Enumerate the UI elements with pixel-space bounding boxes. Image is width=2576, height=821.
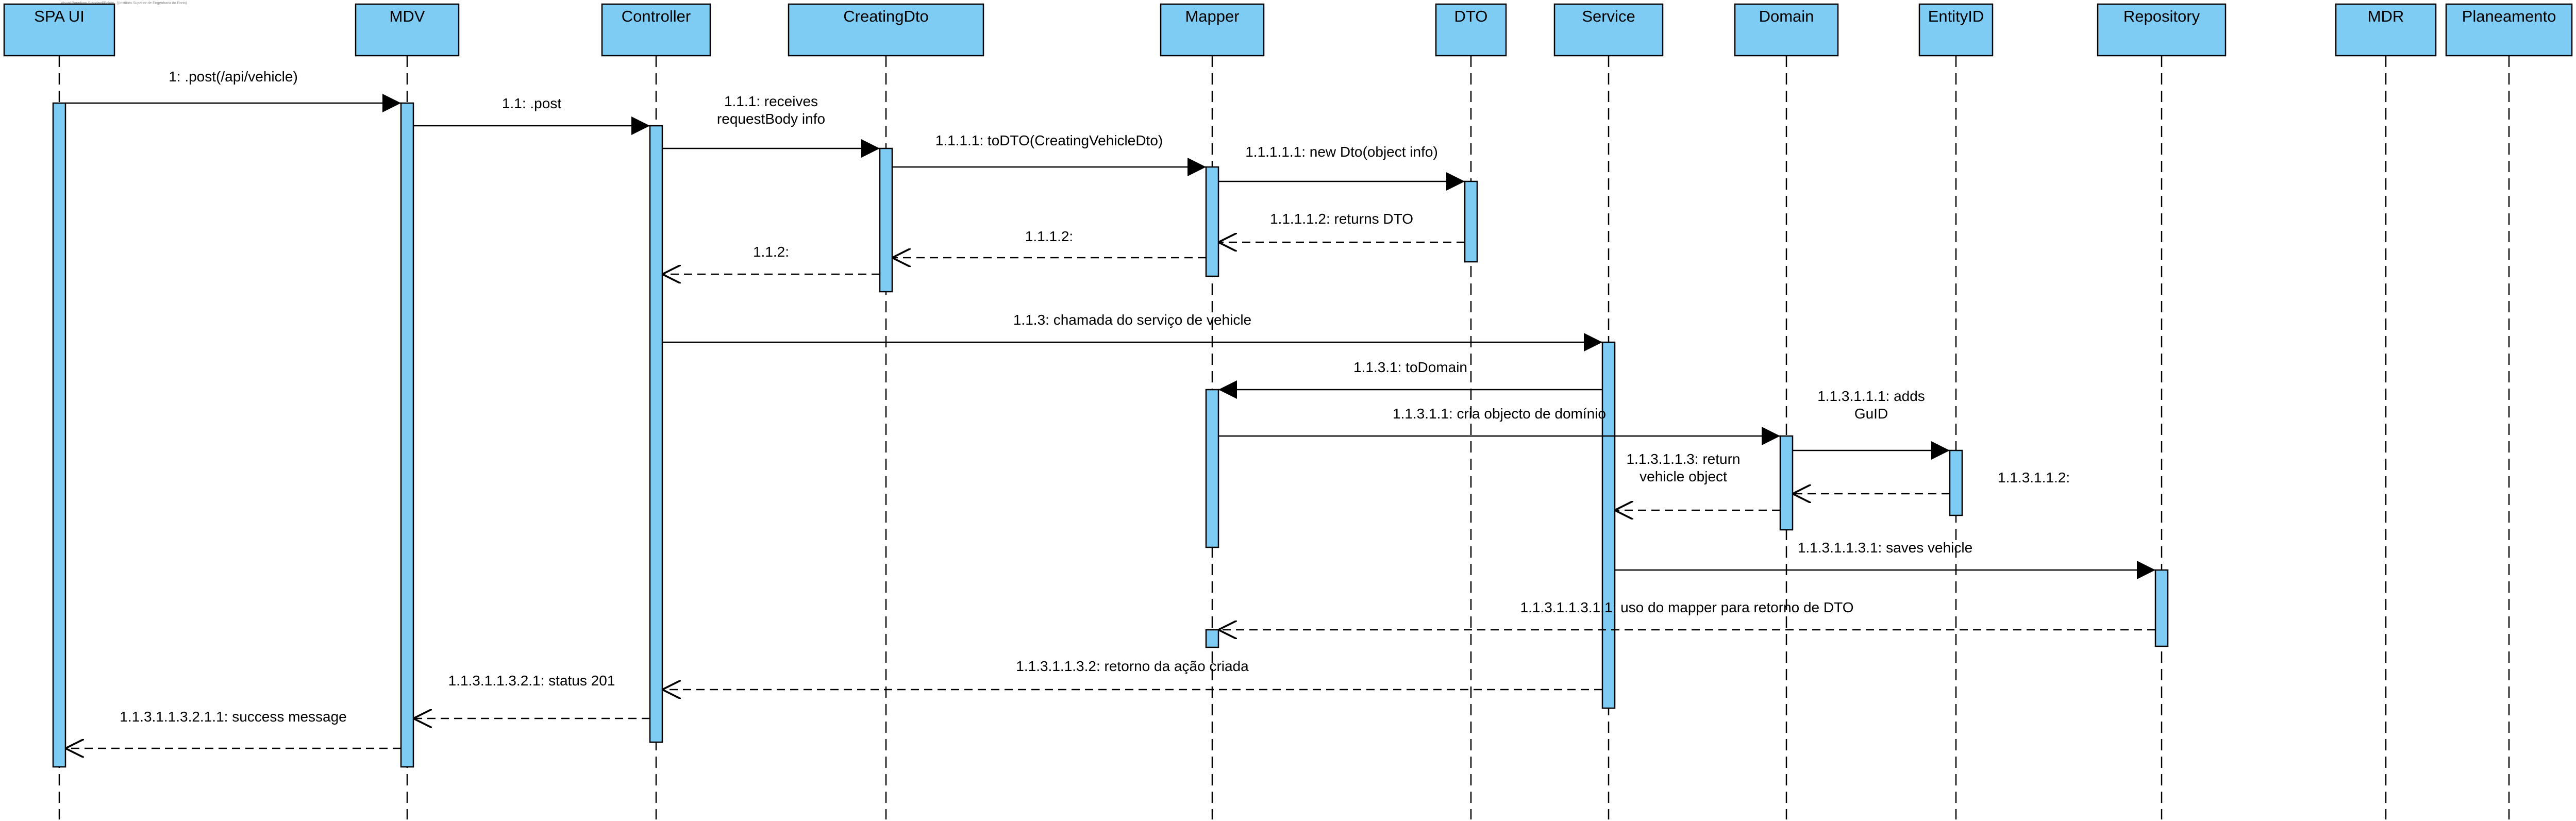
activation-bar-controller — [649, 125, 663, 743]
participant-label-domain: Domain — [1759, 7, 1814, 25]
message-1: 1: .post(/api/vehicle) — [65, 69, 401, 112]
participant-label-planeamento: Planeamento — [2462, 7, 2556, 25]
participant-label-creatingdto: CreatingDto — [843, 7, 928, 25]
message-18: 1.1.3.1.1.3.2.1: status 201 — [413, 673, 650, 718]
message-label-6: 1.1.1.1.2: returns DTO — [1270, 211, 1413, 227]
participant-label-entityid: EntityID — [1928, 7, 1984, 25]
activation-bar-mdv — [400, 102, 414, 768]
message-4: 1.1.1.1: toDTO(CreatingVehicleDto) — [892, 132, 1206, 176]
activations-layer — [52, 102, 2169, 768]
message-11: 1.1.3.1.1: cria objecto de domínio — [1218, 406, 1780, 445]
message-label-16: 1.1.3.1.1.3.1.1: uso do mapper para reto… — [1520, 599, 1854, 615]
message-5: 1.1.1.1.1: new Dto(object info) — [1218, 144, 1465, 191]
participants-layer: SPA UI MDV Controller CreatingDto Mapper DTO S… — [3, 3, 2573, 57]
participant-creatingdto[interactable]: CreatingDto — [788, 3, 984, 57]
participant-controller[interactable]: Controller — [601, 3, 711, 57]
message-label-2: 1.1: .post — [502, 95, 561, 111]
participant-label-spa_ui: SPA UI — [34, 7, 85, 25]
message-label-18: 1.1.3.1.1.3.2.1: status 201 — [448, 673, 615, 689]
participant-box-planeamento — [2445, 3, 2573, 57]
message-label-8: 1.1.2: — [753, 244, 789, 260]
message-label-4: 1.1.1.1: toDTO(CreatingVehicleDto) — [935, 132, 1163, 148]
participant-label-mdr: MDR — [2368, 7, 2404, 25]
activation-bar-service — [1601, 341, 1616, 709]
message-10: 1.1.3.1: toDomain — [1218, 359, 1602, 399]
message-label-17: 1.1.3.1.1.3.2: retorno da ação criada — [1016, 658, 1249, 674]
participant-dto[interactable]: DTO — [1435, 3, 1507, 57]
participant-box-spa_ui — [3, 3, 115, 57]
message-label-1: 1: .post(/api/vehicle) — [169, 69, 298, 85]
message-label-10: 1.1.3.1: toDomain — [1353, 359, 1467, 375]
activation-bar-domain — [1779, 435, 1794, 531]
message-8: 1.1.2: — [662, 244, 880, 274]
participant-label-dto: DTO — [1454, 7, 1488, 25]
message-label-7: 1.1.1.2: — [1025, 228, 1073, 244]
message-17: 1.1.3.1.1.3.2: retorno da ação criada — [662, 658, 1602, 690]
message-label-11: 1.1.3.1.1: cria objecto de domínio — [1393, 406, 1606, 422]
activation-bar-mapper — [1205, 629, 1219, 648]
corner-watermark-text: Visual Paradigm Standard(Polyte...)(Inst… — [61, 2, 187, 5]
message-label-13: 1.1.3.1.1.2: — [1998, 470, 2070, 485]
participant-box-domain — [1734, 3, 1839, 57]
participant-spa_ui[interactable]: SPA UI — [3, 3, 115, 57]
message-19: 1.1.3.1.1.3.2.1.1: success message — [65, 709, 401, 748]
participant-repository[interactable]: Repository — [2097, 3, 2227, 57]
message-15: 1.1.3.1.1.3.1: saves vehicle — [1615, 540, 2155, 579]
participant-label-controller: Controller — [622, 7, 691, 25]
participant-box-repository — [2097, 3, 2227, 57]
lifelines-layer — [58, 56, 2510, 819]
activation-bar-entityid — [1949, 449, 1963, 516]
participant-box-entityid — [1918, 3, 1994, 57]
activation-bar-repository — [2154, 569, 2169, 647]
participant-mdr[interactable]: MDR — [2335, 3, 2437, 57]
participant-planeamento[interactable]: Planeamento — [2445, 3, 2573, 57]
message-label-15: 1.1.3.1.1.3.1: saves vehicle — [1798, 540, 1972, 556]
activation-bar-mapper — [1205, 166, 1219, 277]
participant-box-mdr — [2335, 3, 2437, 57]
participant-service[interactable]: Service — [1553, 3, 1664, 57]
message-9: 1.1.3: chamada do serviço de vehicle — [662, 312, 1602, 351]
message-label-9: 1.1.3: chamada do serviço de vehicle — [1013, 312, 1251, 328]
message-13: 1.1.3.1.1.2: — [1793, 470, 2070, 494]
participant-box-dto — [1435, 3, 1507, 57]
participant-domain[interactable]: Domain — [1734, 3, 1839, 57]
activation-bar-mapper — [1205, 389, 1219, 548]
participant-box-mapper — [1160, 3, 1265, 57]
participant-mdv[interactable]: MDV — [355, 3, 460, 57]
participant-box-controller — [601, 3, 711, 57]
participant-label-mdv: MDV — [390, 7, 425, 25]
participant-mapper[interactable]: Mapper — [1160, 3, 1265, 57]
message-6: 1.1.1.1.2: returns DTO — [1218, 211, 1465, 242]
activation-bar-dto — [1464, 180, 1478, 263]
message-7: 1.1.1.2: — [892, 228, 1206, 258]
message-2: 1.1: .post — [413, 95, 650, 135]
message-label-5: 1.1.1.1.1: new Dto(object info) — [1245, 144, 1438, 160]
message-label-19: 1.1.3.1.1.3.2.1.1: success message — [120, 709, 346, 725]
participant-box-service — [1553, 3, 1664, 57]
participant-label-mapper: Mapper — [1185, 7, 1239, 25]
message-16: 1.1.3.1.1.3.1.1: uso do mapper para reto… — [1218, 599, 2155, 630]
participant-entityid[interactable]: EntityID — [1918, 3, 1994, 57]
participant-box-creatingdto — [788, 3, 984, 57]
participant-label-service: Service — [1582, 7, 1635, 25]
participant-label-repository: Repository — [2123, 7, 2200, 25]
activation-bar-creatingdto — [879, 147, 893, 293]
activation-bar-spa_ui — [52, 102, 66, 768]
participant-box-mdv — [355, 3, 460, 57]
messages-layer: 1: .post(/api/vehicle) 1.1: .post 1.1.1: r… — [65, 69, 2155, 748]
